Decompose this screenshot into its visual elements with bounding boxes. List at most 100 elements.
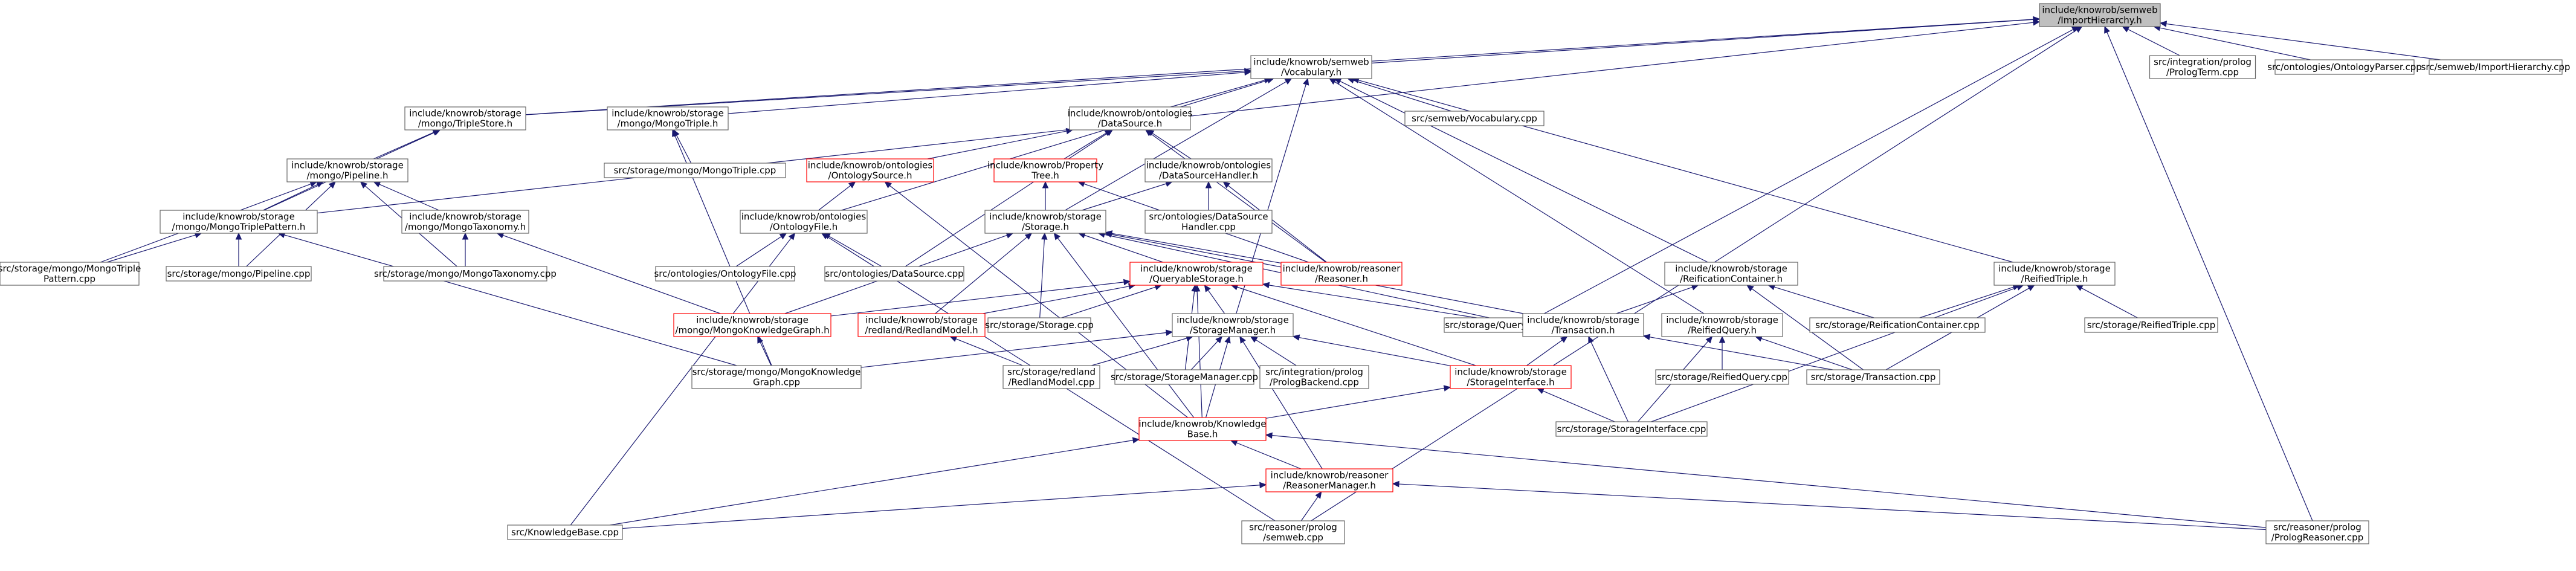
node-reifquerycpp[interactable]: src/storage/ReifiedQuery.cpp: [1655, 369, 1789, 385]
node-kggraphcpp[interactable]: src/storage/mongo/MongoKnowledgeGraph.cp…: [691, 365, 862, 389]
node-triplestore[interactable]: include/knowrob/storage/mongo/TripleStor…: [404, 106, 526, 131]
node-storageifh[interactable]: include/knowrob/storage/StorageInterface…: [1450, 365, 1572, 389]
node-label-redlandcpp-1: /RedlandModel.cpp: [1008, 377, 1094, 388]
node-queryableh[interactable]: include/knowrob/storage/QueryableStorage…: [1129, 262, 1264, 286]
node-kbh[interactable]: include/knowrob/KnowledgeBase.h: [1138, 417, 1267, 441]
node-reasonerh[interactable]: include/knowrob/reasoner/Reasoner.h: [1280, 262, 1403, 286]
arrowhead-reiftriplecpp-to-reiftriple: [2075, 285, 2084, 291]
node-pipelineh[interactable]: include/knowrob/storage/mongo/Pipeline.h: [286, 158, 408, 182]
node-prologterm[interactable]: src/integration/prolog/PrologTerm.cpp: [2149, 55, 2256, 79]
node-kbcpp[interactable]: src/KnowledgeBase.cpp: [507, 524, 623, 540]
node-ontoparser[interactable]: src/ontologies/OntologyParser.cpp: [2267, 59, 2422, 75]
node-reiftriple[interactable]: include/knowrob/storage/ReifiedTriple.h: [1993, 262, 2116, 286]
node-label-taxonomyh-0: include/knowrob/storage: [409, 211, 521, 222]
node-transactionh[interactable]: include/knowrob/storage/Transaction.h: [1522, 313, 1644, 337]
node-box-kbh: [1138, 417, 1267, 441]
node-reifcontcpp[interactable]: src/storage/ReificationContainer.cpp: [1809, 317, 1986, 333]
arrowhead-prologbackend-to-storagemgrh: [1250, 336, 1258, 343]
node-label-reasonermgrh-1: /ReasonerManager.h: [1283, 480, 1376, 491]
node-reifcont[interactable]: include/knowrob/storage/ReificationConta…: [1664, 262, 1798, 286]
edge-kbh-to-queryableh: [1196, 291, 1202, 418]
node-redlandcpp[interactable]: src/storage/redland/RedlandModel.cpp: [1002, 365, 1100, 389]
arrowhead-queryablecpp-to-queryableh: [1262, 282, 1270, 289]
edge-reiftriplecpp-to-reiftriple: [2081, 288, 2138, 318]
edge-ontosource-to-datasource: [927, 131, 1067, 160]
edge-redlandcpp-to-redlandh: [955, 338, 1023, 366]
node-vocab[interactable]: include/knowrob/semweb/Vocabulary.h: [1250, 55, 1372, 79]
node-box-mongotriplecpp: [604, 163, 786, 178]
node-box-vocab: [1250, 55, 1372, 79]
edge-reifqueryh-to-vocab: [1334, 81, 1705, 314]
node-label-prologbackend-0: src/integration/prolog: [1265, 367, 1363, 378]
node-transactioncpp[interactable]: src/storage/Transaction.cpp: [1806, 369, 1940, 385]
node-label-datasourcecpp-0: src/ontologies/DataSource.cpp: [825, 268, 963, 279]
node-box-reiftriplecpp: [2084, 317, 2218, 333]
node-reiftriplecpp[interactable]: src/storage/ReifiedTriple.cpp: [2084, 317, 2218, 333]
node-label-taxonomyh-1: /mongo/MongoTaxonomy.h: [405, 222, 526, 233]
node-mongotriplecpp[interactable]: src/storage/mongo/MongoTriple.cpp: [604, 163, 786, 178]
node-label-kbh-1: Base.h: [1187, 429, 1218, 440]
node-label-mongotriple-1: /mongo/MongoTriple.h: [618, 118, 718, 129]
node-dshandler[interactable]: include/knowrob/ontologies/DataSourceHan…: [1144, 158, 1273, 182]
node-label-kbh-0: include/knowrob/Knowledge: [1138, 419, 1266, 430]
arrowhead-kggraphh-to-queryableh: [1123, 279, 1131, 286]
node-storagemgrh[interactable]: include/knowrob/storage/StorageManager.h: [1172, 313, 1294, 337]
node-triplepattern[interactable]: include/knowrob/storage/mongo/MongoTripl…: [160, 210, 318, 234]
node-label-pipelineh-1: /mongo/Pipeline.h: [306, 170, 388, 181]
arrowhead-storagemgrh-to-queryableh: [1204, 285, 1211, 292]
node-ontofileh[interactable]: include/knowrob/ontologies/OntologyFile.…: [740, 210, 868, 234]
arrowhead-reasonerh-to-datasource: [1144, 129, 1153, 137]
node-box-dshandler: [1144, 158, 1273, 182]
node-box-kbcpp: [507, 524, 623, 540]
node-triplepatterncpp[interactable]: src/storage/mongo/MongoTriplePattern.cpp: [0, 262, 141, 286]
node-storageh[interactable]: include/knowrob/storage/Storage.h: [984, 210, 1106, 234]
arrowhead-storageifcpp-to-transactionh: [1588, 335, 1595, 344]
node-label-importcpp-0: src/semweb/ImportHierarchy.cpp: [2421, 62, 2571, 73]
node-prologbackend[interactable]: src/integration/prolog/PrologBackend.cpp: [1259, 365, 1369, 389]
node-vocabcpp[interactable]: src/semweb/Vocabulary.cpp: [1404, 111, 1545, 126]
edge-kbcpp-to-kbh: [609, 440, 1134, 526]
node-label-prologterm-1: /PrologTerm.cpp: [2166, 67, 2239, 78]
node-kggraphh[interactable]: include/knowrob/storage/mongo/MongoKnowl…: [673, 313, 831, 337]
node-taxonomyh[interactable]: include/knowrob/storage/mongo/MongoTaxon…: [401, 210, 529, 234]
node-semwebcpp[interactable]: src/reasoner/prolog/semweb.cpp: [1241, 520, 1345, 544]
node-box-redlandh: [857, 313, 986, 337]
node-label-mongotriplecpp-0: src/storage/mongo/MongoTriple.cpp: [614, 165, 776, 176]
node-prologreasoner[interactable]: src/reasoner/prolog/PrologReasoner.cpp: [2265, 520, 2369, 544]
node-importcpp[interactable]: src/semweb/ImportHierarchy.cpp: [2421, 59, 2571, 75]
edge-mongotriple-to-vocab: [728, 72, 1245, 114]
node-datasourcecpp[interactable]: src/ontologies/DataSource.cpp: [824, 266, 964, 282]
node-reifqueryh[interactable]: include/knowrob/storage/ReifiedQuery.h: [1661, 313, 1783, 337]
node-root[interactable]: include/knowrob/semweb/ImportHierarchy.h: [2039, 3, 2161, 27]
node-label-prologterm-0: src/integration/prolog: [2154, 57, 2252, 68]
node-datasource[interactable]: include/knowrob/ontologies/DataSource.h: [1068, 106, 1193, 131]
edge-datasourcecpp-to-ontofileh: [828, 236, 882, 267]
node-dshandlercpp[interactable]: src/ontologies/DataSourceHandler.cpp: [1144, 210, 1273, 234]
node-storagecpp[interactable]: src/storage/Storage.cpp: [985, 317, 1094, 333]
node-box-reifcontcpp: [1809, 317, 1986, 333]
node-label-storageifh-0: include/knowrob/storage: [1454, 367, 1567, 378]
node-box-reifquerycpp: [1655, 369, 1789, 385]
node-label-triplepatterncpp-1: Pattern.cpp: [44, 274, 95, 285]
node-box-storageifh: [1450, 365, 1572, 389]
edge-transactioncpp-to-transactionh: [1649, 337, 1833, 370]
node-mongotriple[interactable]: include/knowrob/storage/mongo/MongoTripl…: [607, 106, 729, 131]
node-label-mongotriple-0: include/knowrob/storage: [612, 108, 724, 119]
node-ontofilecpp[interactable]: src/ontologies/OntologyFile.cpp: [654, 266, 796, 282]
node-box-pipelineh: [286, 158, 408, 182]
node-ontosource[interactable]: include/knowrob/ontologies/OntologySourc…: [806, 158, 934, 182]
node-label-prologreasoner-1: /PrologReasoner.cpp: [2271, 532, 2363, 543]
edge-kggraphh-to-taxonomyh: [502, 234, 721, 314]
node-pipelinecpp[interactable]: src/storage/mongo/Pipeline.cpp: [166, 266, 312, 282]
arrowhead-kbcpp-to-kbh: [1132, 437, 1140, 444]
node-redlandh[interactable]: include/knowrob/storage/redland/RedlandM…: [857, 313, 986, 337]
node-reasonermgrh[interactable]: include/knowrob/reasoner/ReasonerManager…: [1265, 468, 1393, 492]
edge-storageifh-to-queryableh: [1237, 286, 1476, 366]
node-label-reifquerycpp-0: src/storage/ReifiedQuery.cpp: [1657, 372, 1787, 382]
node-taxonomycpp[interactable]: src/storage/mongo/MongoTaxonomy.cpp: [374, 266, 557, 282]
arrowhead-reifqueryh-to-vocab: [1329, 78, 1337, 85]
node-storagemgrcpp[interactable]: src/storage/StorageManager.cpp: [1111, 369, 1258, 385]
edge-kggraphh-to-queryableh: [830, 282, 1125, 317]
node-storageifcpp[interactable]: src/storage/StorageInterface.cpp: [1555, 421, 1708, 437]
